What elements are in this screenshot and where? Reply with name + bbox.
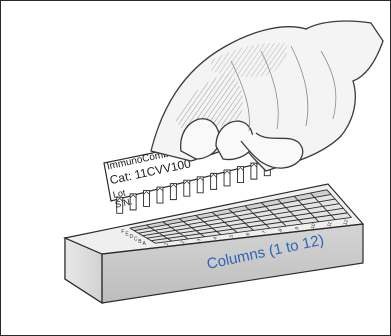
comb-tooth (184, 180, 190, 196)
comb-tooth (144, 190, 150, 206)
row-letter: C (134, 236, 138, 242)
comb-tooth (197, 177, 203, 193)
hand-illustration (151, 21, 383, 171)
comb-tooth (170, 184, 176, 200)
comb-tooth (251, 163, 257, 179)
comb-tooth (237, 167, 243, 183)
comb-tooth (157, 187, 163, 203)
comb-tooth (224, 170, 230, 186)
row-letter: F (121, 229, 124, 235)
comb-tooth (211, 173, 217, 189)
